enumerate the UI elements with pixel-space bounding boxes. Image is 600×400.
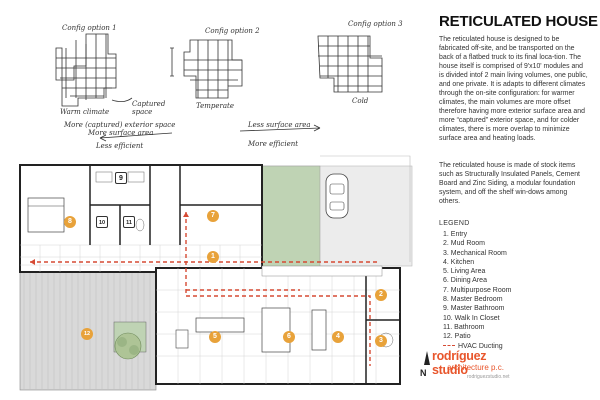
option-1-label: Config option 1 [62,24,117,32]
legend-item: 12. Patio [443,333,471,341]
firm-name: rodríguez studio [432,349,487,377]
legend-item: 6. Dining Area [443,277,487,285]
description-paragraph: The reticulated house is designed to be … [439,36,588,142]
room-number-marker: 10 [96,216,108,228]
hvac-ducting [30,212,378,366]
legend-item: 2. Mud Room [443,240,486,248]
firm-url: rodriguezstudio.net [467,374,510,380]
cold-label: Cold [352,97,369,105]
room-number-marker: 1 [207,251,219,263]
more-efficient-label: More efficient [248,140,299,148]
legend-heading: LEGEND [439,220,470,227]
room-number-marker: 8 [64,216,76,228]
north-arrow-icon [424,351,430,365]
green-roof-area [261,165,321,269]
config-option-2-sketch [170,39,243,99]
config-option-1-sketch [55,33,133,107]
hvac-dash-icon [443,345,455,347]
bed-icon [27,197,65,233]
plant-icon [114,332,142,360]
room-number-marker: 12 [81,328,93,340]
legend-item-hvac: HVAC Ducting [443,342,511,351]
floor-plan [19,155,413,391]
option-2-label: Config option 2 [205,27,260,35]
room-number-marker: 5 [209,331,221,343]
room-number-marker: 7 [207,210,219,222]
entry-bridge [261,265,383,277]
config-option-3-sketch [317,35,383,93]
more-surface-label: More surface area [88,129,154,137]
hvac-label: HVAC Ducting [458,342,503,350]
legend-list: 1. Entry 2. Mud Room 3. Mechanical Room … [443,230,511,351]
legend-item: 1. Entry [443,231,468,238]
room-number-marker: 6 [283,331,295,343]
captured-space-label: Captured space [132,100,166,116]
page-title: RETICULATED HOUSE [439,13,598,30]
legend-item: 7. Multipurpose Room [443,286,512,294]
firm-subtitle: architecture p.c. [447,363,504,372]
legend-item: 3. Mechanical Room [443,249,507,257]
legend-item: 4. Kitchen [443,258,475,266]
sofa-icon [195,317,245,333]
more-exterior-label: More (captured) exterior space [64,121,176,129]
config-sketches [55,33,383,142]
legend-item: 5. Living Area [443,268,486,276]
private-volume [19,164,263,273]
legend-item: 9. Master Bathroom [443,305,505,313]
public-volume [155,267,401,385]
north-label: N [420,368,427,378]
legend-item: 10. Walk In Closet [443,314,500,322]
temperate-label: Temperate [196,102,235,110]
legend-item: 11. Bathroom [443,323,485,331]
less-efficient-label: Less efficient [96,142,144,150]
kitchen-island-icon [311,309,327,351]
room-number-marker: 9 [115,172,127,184]
legend-item: 8. Master Bedroom [443,296,503,304]
room-number-marker: 2 [375,289,387,301]
car-icon [325,173,349,219]
dining-table-icon [261,307,291,353]
option-3-label: Config option 3 [348,20,403,28]
warm-climate-label: Warm climate [60,108,110,116]
firm-logo: rodríguez studio architecture p.c. rodri… [432,349,524,383]
room-number-marker: 4 [332,331,344,343]
room-number-marker: 3 [375,335,387,347]
materials-paragraph: The reticulated house is made of stock i… [439,162,580,205]
room-number-marker: 11 [123,216,135,228]
less-surface-label: Less surface area [248,121,311,129]
